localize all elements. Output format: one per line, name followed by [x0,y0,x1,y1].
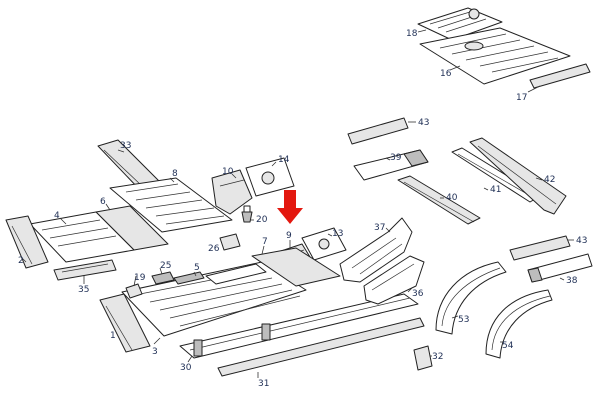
leader-36 [407,287,413,293]
leader-37 [385,227,391,233]
leader-14 [271,161,277,167]
leader-41 [483,187,489,191]
leader-2 [21,257,27,263]
part-25-strap [151,271,175,285]
part-53-inner-wheel-arch [435,261,507,335]
callout-36: 36 [412,289,424,299]
part-3-main-floor-pan [121,261,307,337]
part-13-mount-plate [301,227,347,261]
callout-20: 20 [256,215,268,225]
callout-7: 7 [262,237,268,247]
callout-32: 32 [432,352,443,362]
leader-53 [451,315,459,319]
leader-5 [193,271,197,277]
callout-54: 54 [502,341,514,351]
callout-5: 5 [194,263,200,273]
callout-3: 3 [152,347,158,357]
callout-30: 30 [180,363,192,373]
leader-13 [327,233,333,237]
callout-8: 8 [172,169,178,179]
callout-9: 9 [286,231,292,241]
part-1-front-panel [99,293,151,353]
callout-17: 17 [516,93,527,103]
part-43-upper-rail [347,117,409,145]
callout-4: 4 [54,211,60,221]
leader-4 [59,217,67,225]
callout-2: 2 [18,256,24,266]
part-40-rail [397,175,481,225]
callout-42: 42 [544,175,555,185]
part-7-cross-member [251,247,341,287]
callout-31: 31 [258,379,269,389]
leader-3 [153,337,161,345]
highlight-arrow-icon [277,190,303,224]
callout-6: 6 [100,197,106,207]
leader-7 [261,245,265,255]
callout-18: 18 [406,29,418,39]
leader-25 [159,267,163,275]
part-30-inner-sill [179,293,419,359]
callout-10: 10 [222,167,234,177]
part-43-lower-rail [509,235,571,261]
callout-43-lower: 43 [576,236,587,246]
part-39-rail [353,149,429,181]
part-37-front-member [339,217,413,283]
part-14-jack-plate [245,157,295,197]
part-18-rear-floor-upper [417,7,503,41]
callout-33: 33 [120,141,131,151]
callout-16: 16 [440,69,452,79]
callout-26: 26 [208,244,220,254]
leader-10 [231,173,237,179]
leader-30 [187,355,193,363]
callout-14: 14 [278,155,290,165]
part-17-rear-crossmember [529,63,591,89]
leader-16 [449,65,461,71]
callout-1: 1 [110,331,116,341]
part-10-bracket [211,169,253,215]
leader-38 [559,277,565,281]
callout-43-upper: 43 [418,118,429,128]
part-20-cap [241,205,253,223]
callout-35: 35 [78,285,89,295]
part-54-outer-wheel-arch [485,289,553,359]
callout-39: 39 [390,153,402,163]
leader-17 [527,85,541,93]
callout-37: 37 [374,223,385,233]
part-35-strip [53,259,117,281]
part-16-rear-floor-panel [419,27,571,85]
part-42-outer-rail [469,137,567,215]
leader-19 [133,275,137,287]
part-26-clip [219,233,241,251]
leader-42 [535,177,543,181]
part-36-side-member [363,255,425,305]
callout-13: 13 [332,229,343,239]
callout-41: 41 [490,185,501,195]
callout-25: 25 [160,261,171,271]
part-2-front-edge-panel [5,215,49,269]
part-4-floor-half-left [29,211,135,263]
part-32-bracket [413,345,433,371]
leader-6 [105,203,111,211]
leader-18 [417,29,427,33]
part-31-outer-sill [217,317,425,377]
callout-40: 40 [446,193,458,203]
callout-19: 19 [134,273,146,283]
part-5-bracket-strip [173,271,205,285]
leader-33 [117,149,125,153]
part-8-floor-half-right [109,177,233,233]
part-38-box-section [527,253,593,283]
leader-8 [169,177,175,183]
callout-38: 38 [566,276,578,286]
leader-39 [385,157,391,161]
callout-53: 53 [458,315,469,325]
